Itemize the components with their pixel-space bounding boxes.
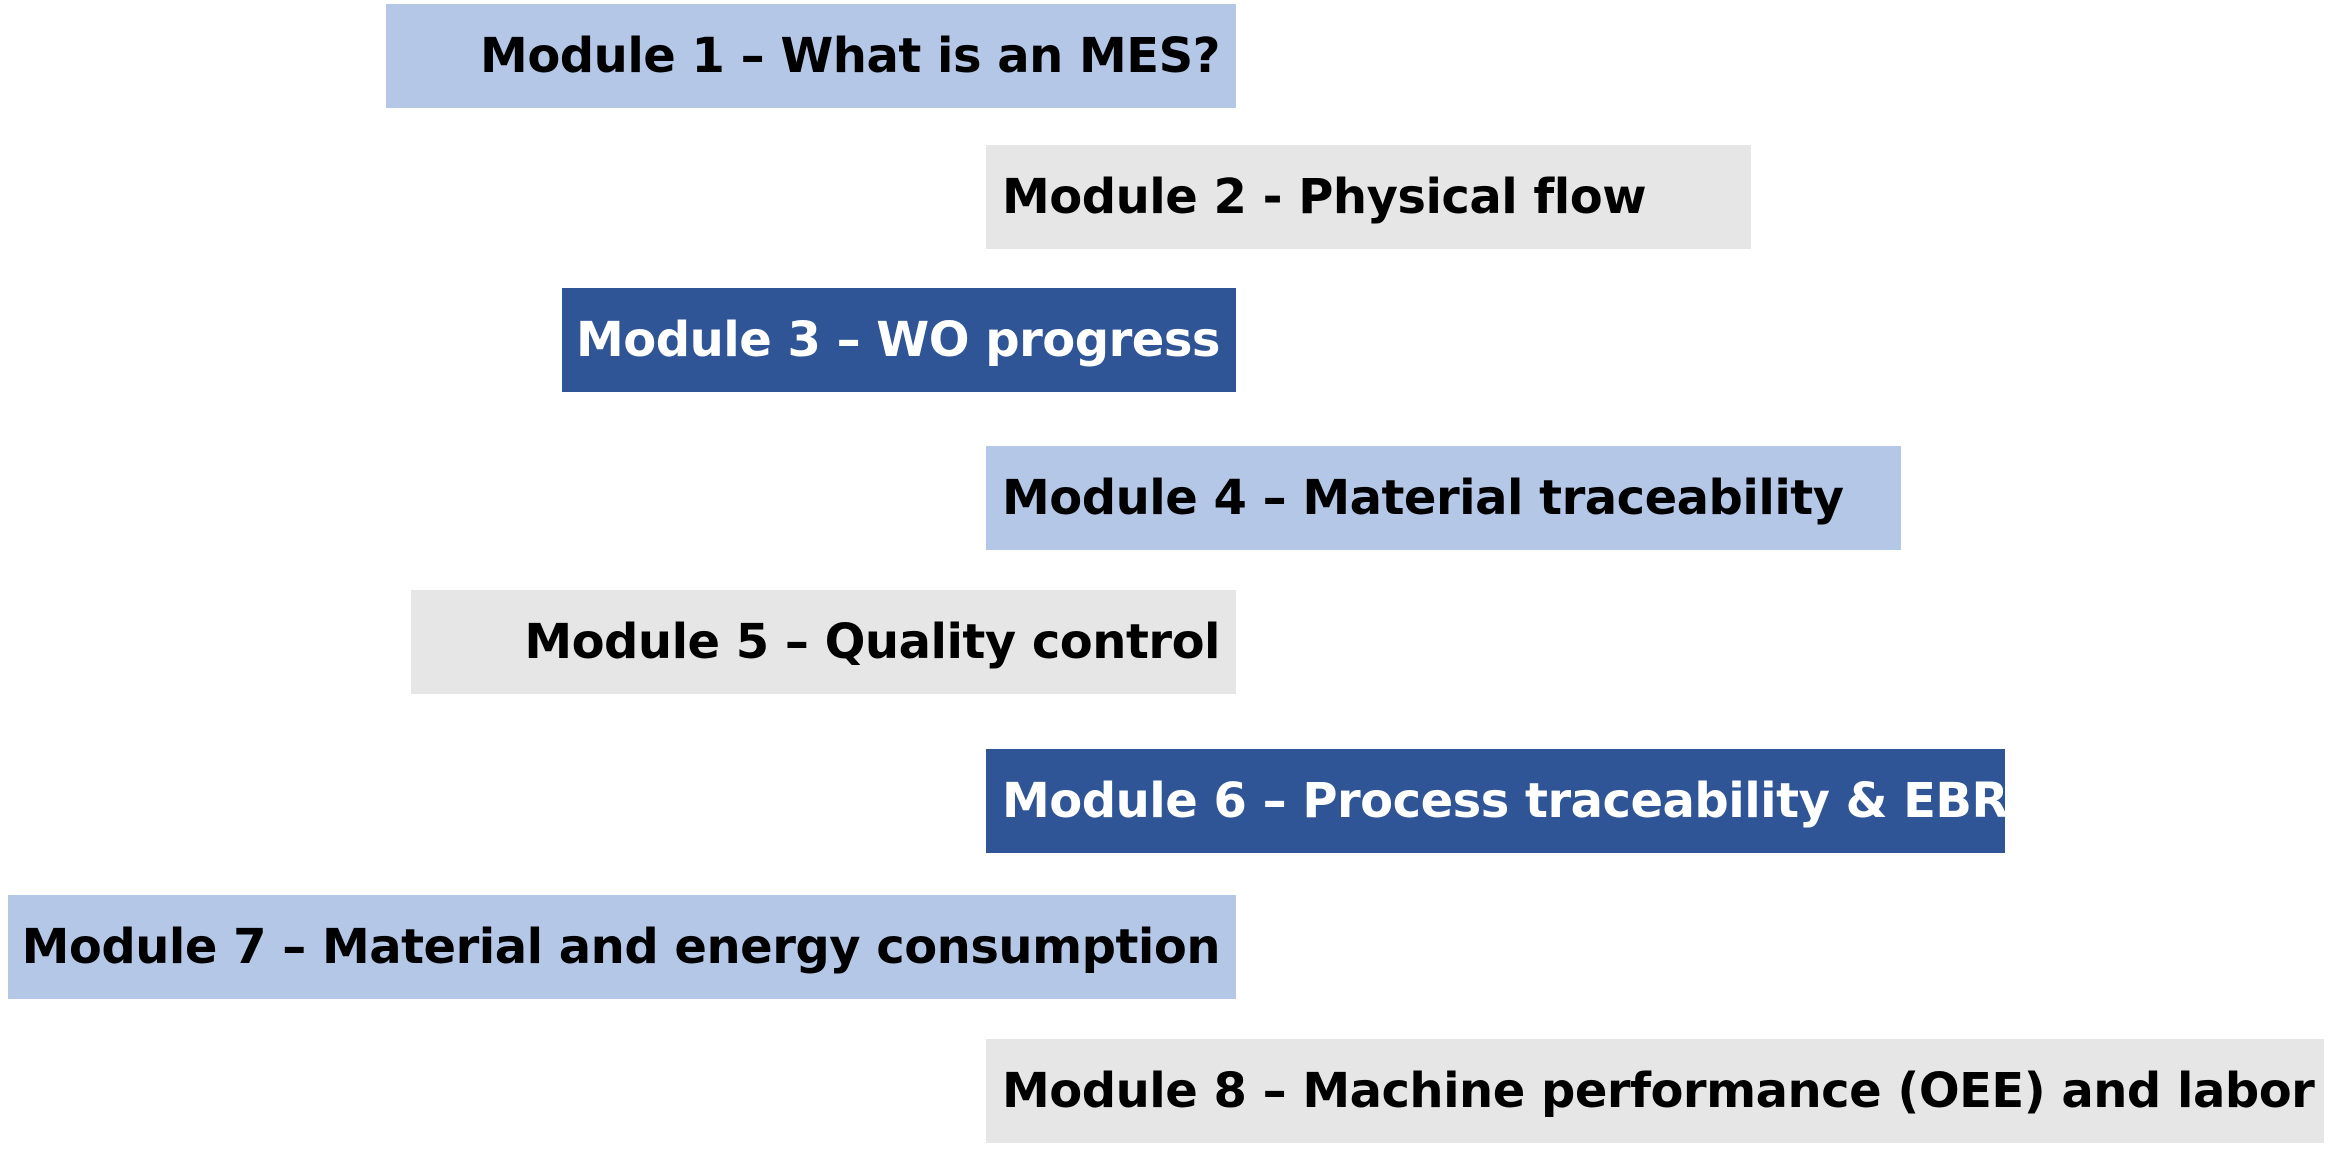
module-3-label: Module 3 – WO progress <box>575 312 1221 368</box>
module-7-label: Module 7 – Material and energy consumpti… <box>21 919 1221 975</box>
module-2-label: Module 2 - Physical flow <box>1002 169 1647 225</box>
module-8-box: Module 8 – Machine performance (OEE) and… <box>986 1039 2324 1143</box>
module-4-label: Module 4 – Material traceability <box>1002 470 1844 526</box>
module-6-label: Module 6 – Process traceability & EBR <box>1002 773 2005 829</box>
module-8-label: Module 8 – Machine performance (OEE) and… <box>1002 1063 2315 1119</box>
module-5-label: Module 5 – Quality control <box>524 614 1220 670</box>
module-1-label: Module 1 – What is an MES? <box>480 28 1220 84</box>
module-1-box: Module 1 – What is an MES? <box>386 4 1236 108</box>
module-6-box: Module 6 – Process traceability & EBR <box>986 749 2005 853</box>
module-5-box: Module 5 – Quality control <box>411 590 1236 694</box>
module-2-box: Module 2 - Physical flow <box>986 145 1751 249</box>
module-4-box: Module 4 – Material traceability <box>986 446 1901 550</box>
module-7-box: Module 7 – Material and energy consumpti… <box>8 895 1236 999</box>
module-3-box: Module 3 – WO progress <box>562 288 1236 392</box>
